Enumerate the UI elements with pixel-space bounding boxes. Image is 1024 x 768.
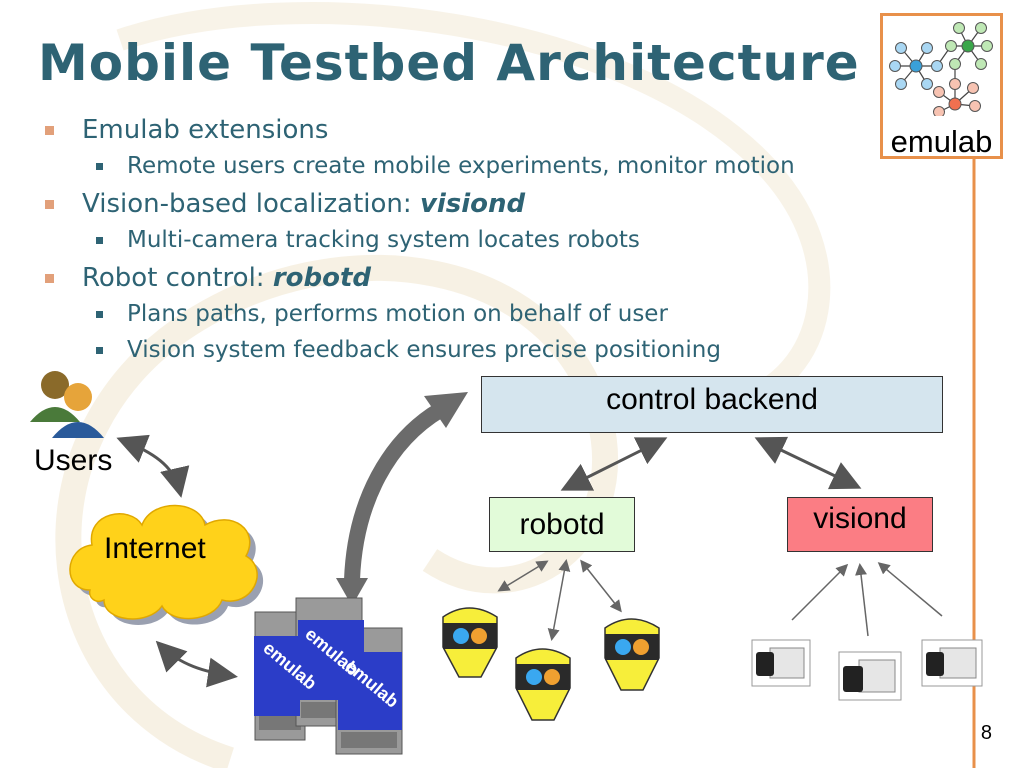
bullet-text: Emulab extensions [82,115,329,145]
sub-bullet-text: Multi-camera tracking system locates rob… [127,227,640,253]
sub-bullet-text: Remote users create mobile experiments, … [127,153,795,179]
slide-title: Mobile Testbed Architecture [38,34,860,92]
internet-cloud-icon [69,504,264,625]
camera-visiond-arrow [855,563,869,637]
bullet-item: Robot control: robotd [40,260,880,296]
robot-icon [515,648,571,721]
robotd-label: robotd [519,507,605,541]
robotd-box: robotd [489,497,635,552]
camera-visiond-arrow [791,563,849,621]
robot-icon [442,607,498,678]
bullet-marker [45,126,54,135]
bullet-emphasis: visiond [419,189,526,219]
sub-bullet-item: Remote users create mobile experiments, … [40,148,880,184]
bullet-text: Vision-based localization: [82,189,420,219]
sub-bullet-marker [96,311,103,318]
bullet-item: Vision-based localization: visiond [40,186,880,222]
emulab-logo: emulab [880,13,1003,159]
users-icon [30,371,104,438]
bullet-item: Emulab extensions [40,112,880,148]
robotd-robot-arrow [580,559,622,613]
visiond-box: visiond [787,497,933,552]
sub-bullet-text: Vision system feedback ensures precise p… [127,337,721,363]
users-internet-arrow [116,434,190,498]
internet-label: Internet [104,532,206,565]
emulab-servers-icon: emulab emulab emulab [254,597,403,755]
network-graph-icon [889,22,993,116]
camera-icon [921,639,983,687]
servers-backend-arrow [336,392,468,606]
sub-bullet-text: Plans paths, performs motion on behalf o… [127,301,668,327]
bullet-list: Emulab extensions Remote users create mo… [40,110,880,368]
sub-bullet-item: Multi-camera tracking system locates rob… [40,222,880,258]
sub-bullet-marker [96,347,103,354]
control-backend-label: control backend [606,383,818,416]
camera-visiond-arrow [877,562,943,617]
robotd-robot-arrow [497,560,549,592]
internet-servers-arrow [155,640,238,688]
sub-bullet-item: Vision system feedback ensures precise p… [40,332,880,368]
logo-text: emulab [890,124,993,159]
sub-bullet-item: Plans paths, performs motion on behalf o… [40,296,880,332]
camera-icon [751,639,811,687]
sub-bullet-marker [96,163,103,170]
visiond-label: visiond [813,502,907,535]
bullet-marker [45,274,54,283]
users-label: Users [34,444,113,477]
backend-robotd-arrow [560,437,668,491]
camera-icon [838,651,902,701]
robot-icon [604,618,660,691]
bullet-emphasis: robotd [272,263,372,293]
robotd-robot-arrow [547,559,571,641]
bullet-text: Robot control: [82,263,273,293]
sub-bullet-marker [96,237,103,244]
control-backend-box: control backend [481,376,943,433]
bullet-marker [45,200,54,209]
page-number: 8 [980,722,992,744]
backend-visiond-arrow [754,436,862,490]
